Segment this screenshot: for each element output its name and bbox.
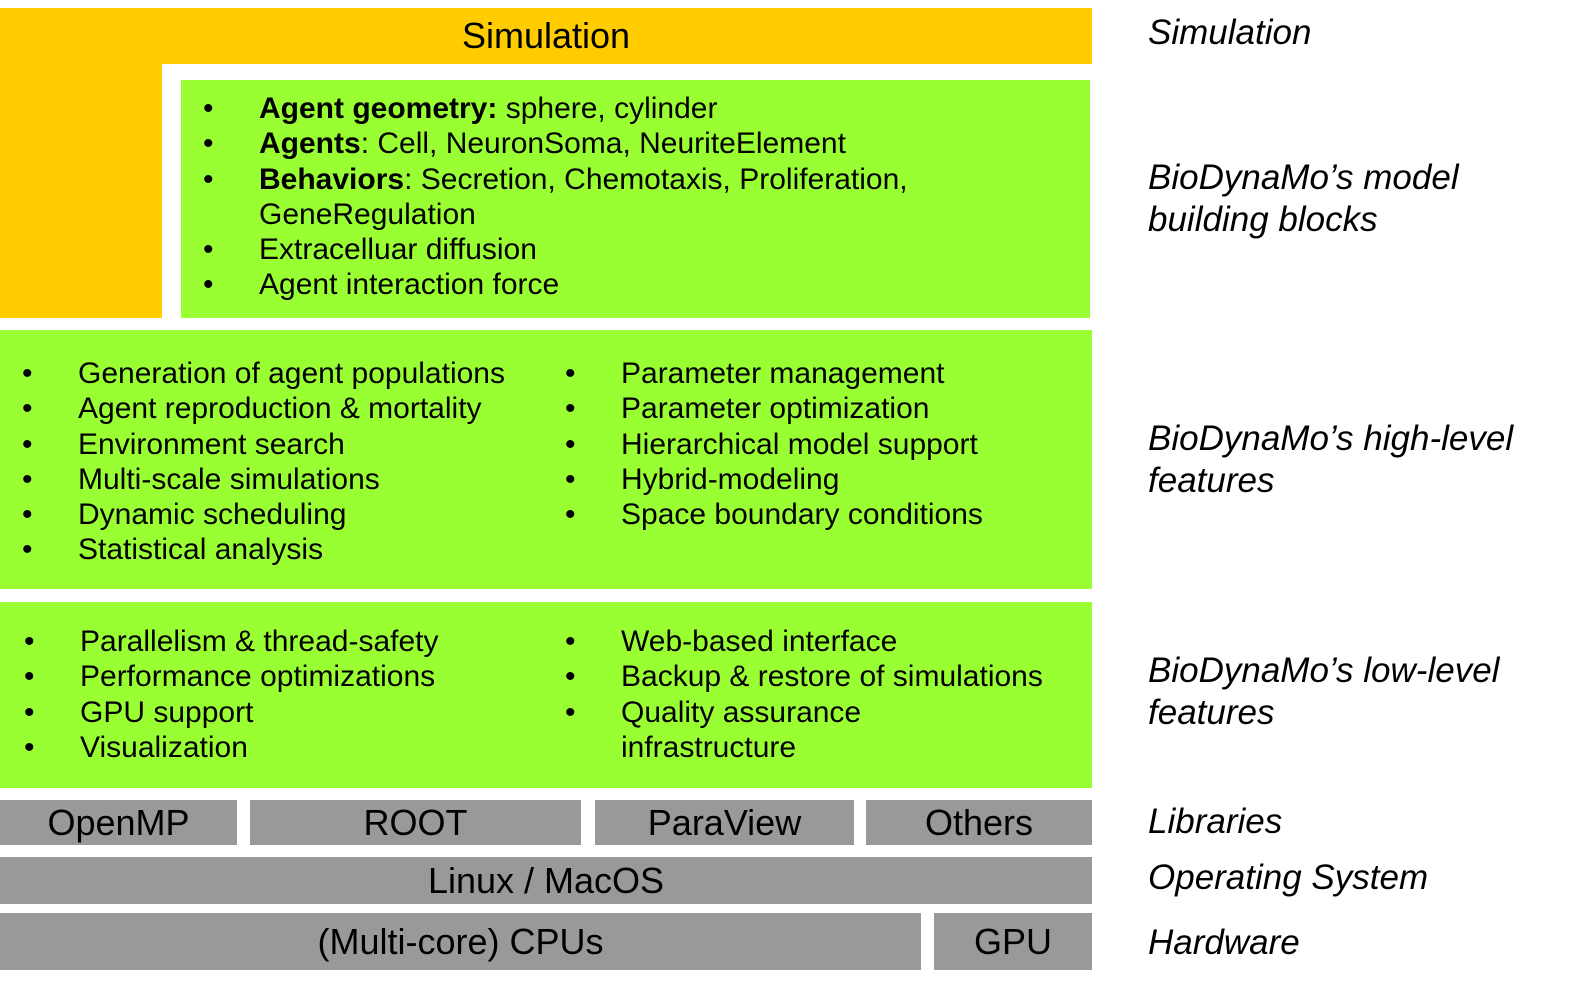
- list-item: Parallelism & thread-safety: [24, 624, 544, 660]
- list-item: Web-based interface: [565, 624, 1045, 660]
- list-item: Hierarchical model support: [565, 427, 1065, 463]
- list-item: Generation of agent populations: [22, 356, 552, 392]
- list-item: Quality assurance infrastructure: [565, 695, 881, 766]
- os-label: Linux / MacOS: [427, 859, 665, 901]
- list-item: Agent geometry: sphere, cylinder: [203, 91, 1003, 127]
- side-label-hardware: Hardware: [1148, 923, 1300, 962]
- side-label-simulation: Simulation: [1148, 13, 1312, 52]
- high-level-features-left-list: Generation of agent populations Agent re…: [22, 356, 552, 568]
- library-others: Others: [866, 800, 1092, 845]
- list-item: Parameter optimization: [565, 391, 1065, 427]
- list-item: GPU support: [24, 695, 544, 731]
- side-label-low-level: BioDynaMo’s low-level features: [1148, 651, 1500, 732]
- library-paraview: ParaView: [595, 800, 854, 845]
- list-item: Space boundary conditions: [565, 497, 1065, 533]
- high-level-features-box: Generation of agent populations Agent re…: [0, 330, 1092, 589]
- list-item: Environment search: [22, 427, 552, 463]
- list-item: Dynamic scheduling: [22, 497, 552, 533]
- list-item: Behaviors: Secretion, Chemotaxis, Prolif…: [203, 162, 1003, 233]
- simulation-layer-side-bar: [0, 64, 162, 318]
- low-level-features-box: Parallelism & thread-safety Performance …: [0, 602, 1092, 788]
- operating-system-bar: Linux / MacOS: [0, 857, 1092, 904]
- list-item: Agent interaction force: [203, 267, 1003, 303]
- hardware-cpu: (Multi-core) CPUs: [0, 913, 921, 970]
- library-root: ROOT: [250, 800, 581, 845]
- low-level-features-right-list: Web-based interface Backup & restore of …: [565, 624, 1045, 765]
- list-item: Performance optimizations: [24, 659, 544, 695]
- list-item: Visualization: [24, 730, 544, 766]
- list-item: Hybrid-modeling: [565, 462, 1065, 498]
- model-building-blocks-list: Agent geometry: sphere, cylinder Agents:…: [203, 91, 1003, 303]
- list-item: Backup & restore of simulations: [565, 659, 1045, 695]
- list-item: Agent reproduction & mortality: [22, 391, 552, 427]
- list-item: Agents: Cell, NeuronSoma, NeuriteElement: [203, 126, 1003, 162]
- side-label-os: Operating System: [1148, 858, 1429, 897]
- side-label-libraries: Libraries: [1148, 802, 1283, 841]
- low-level-features-left-list: Parallelism & thread-safety Performance …: [24, 624, 544, 765]
- list-item: Parameter management: [565, 356, 1065, 392]
- list-item: Extracelluar diffusion: [203, 232, 1003, 268]
- model-building-blocks-box: Agent geometry: sphere, cylinder Agents:…: [181, 80, 1090, 318]
- high-level-features-right-list: Parameter management Parameter optimizat…: [565, 356, 1065, 533]
- simulation-label: Simulation: [461, 15, 631, 56]
- side-label-model: BioDynaMo’s model building blocks: [1148, 158, 1459, 239]
- list-item: Statistical analysis: [22, 532, 552, 568]
- list-item: Multi-scale simulations: [22, 462, 552, 498]
- library-openmp: OpenMP: [0, 800, 237, 845]
- side-label-high-level: BioDynaMo’s high-level features: [1148, 419, 1514, 500]
- simulation-layer: Simulation: [0, 8, 1092, 64]
- hardware-gpu: GPU: [934, 913, 1092, 970]
